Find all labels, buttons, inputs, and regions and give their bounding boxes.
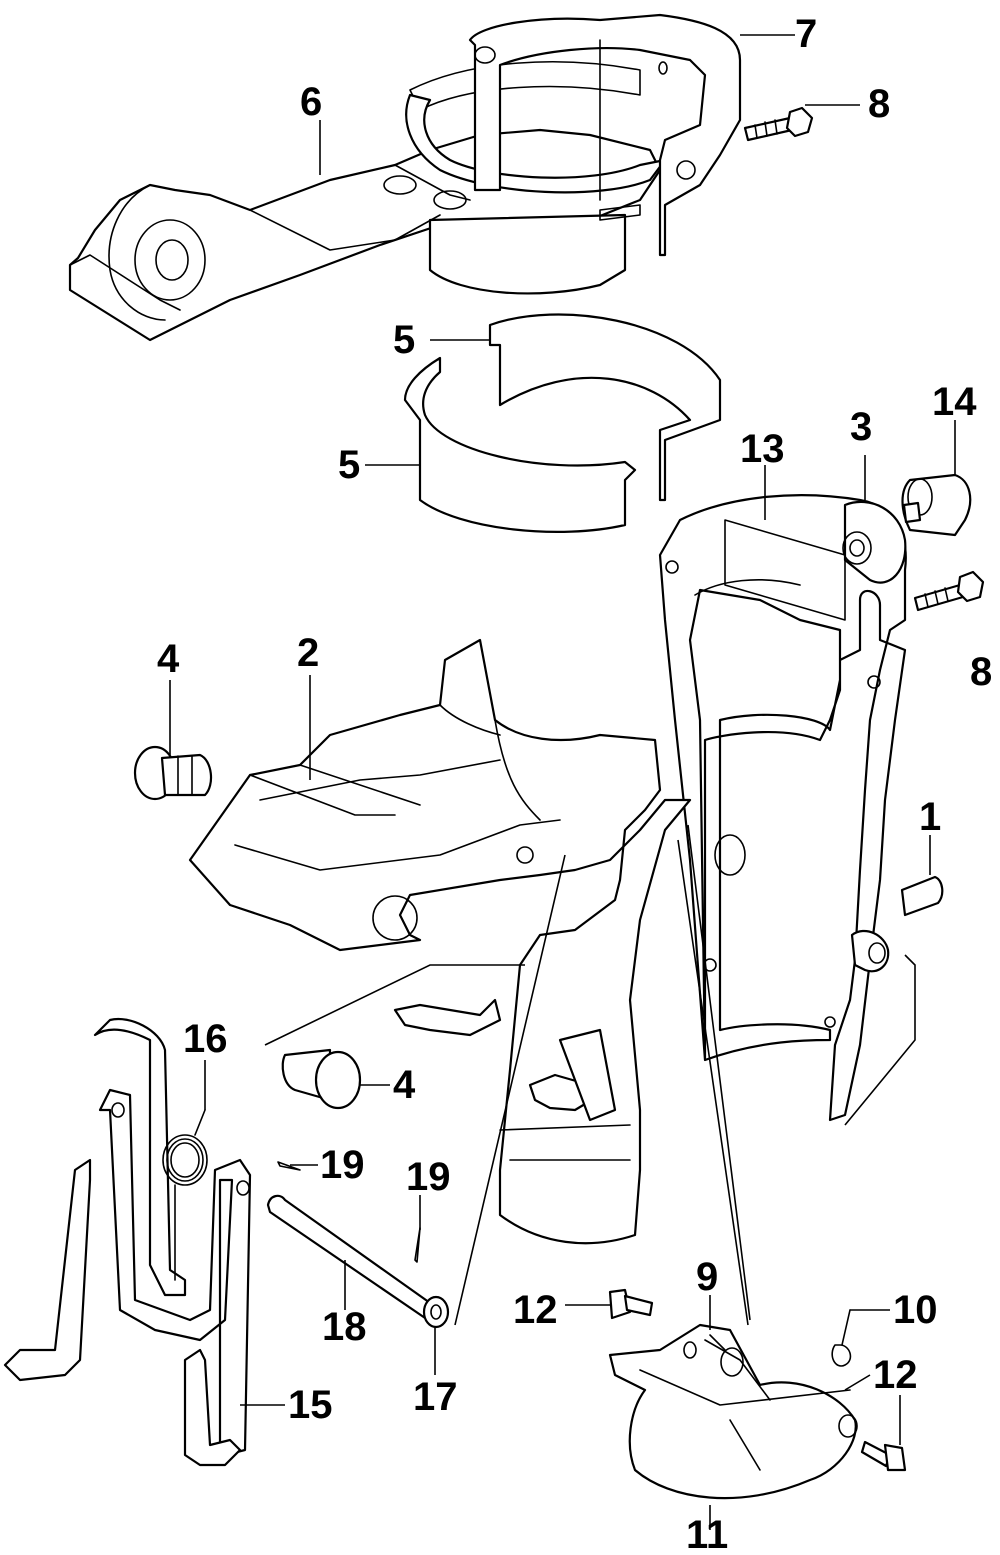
leader-lines <box>169 34 956 1530</box>
spring-part <box>709 1334 744 1377</box>
callout-labels: 7 6 8 5 5 14 3 13 4 2 8 1 16 4 19 19 9 1… <box>157 12 992 1555</box>
leader-12-right <box>844 1374 871 1391</box>
spring-part <box>831 1309 852 1367</box>
callout-15: 15 <box>288 1383 333 1427</box>
spring-part <box>162 1109 208 1281</box>
callout-17: 17 <box>413 1375 458 1419</box>
callout-4: 4 <box>393 1063 416 1107</box>
callout-1: 1 <box>919 795 941 839</box>
callout-13: 13 <box>740 427 785 471</box>
callout-18: 18 <box>322 1305 367 1349</box>
leader-case-mid <box>687 824 751 1321</box>
callout-12: 12 <box>513 1288 558 1332</box>
bushing-upper-part <box>488 313 722 502</box>
callout-9: 9 <box>696 1255 718 1299</box>
callout-8: 8 <box>868 82 890 126</box>
callout-2: 2 <box>297 631 319 675</box>
leader-case-left <box>677 839 749 1326</box>
clamp-band-part <box>468 13 742 257</box>
cap-part <box>901 473 972 537</box>
tilt-lever-part <box>3 1017 252 1467</box>
leader-17-bracket <box>454 854 566 1326</box>
callout-8: 8 <box>970 650 992 694</box>
callout-12: 12 <box>873 1353 918 1397</box>
callout-16: 16 <box>183 1017 228 1061</box>
callout-5: 5 <box>338 443 360 487</box>
bolt-part <box>860 1440 907 1472</box>
swivel-case-part <box>658 494 907 1122</box>
callout-19: 19 <box>320 1143 365 1187</box>
callout-14: 14 <box>932 380 977 424</box>
grease-fitting-part <box>850 875 944 973</box>
leader-4-bracket <box>264 964 525 1046</box>
callout-10: 10 <box>893 1288 938 1332</box>
callout-11: 11 <box>686 1513 728 1555</box>
callout-5: 5 <box>393 318 415 362</box>
tilt-bolt-upper-part <box>133 745 213 801</box>
callout-3: 3 <box>850 405 872 449</box>
lower-bracket-part <box>608 1323 858 1500</box>
tilt-bolt-lower-part <box>281 1048 362 1110</box>
stern-bracket-part <box>188 638 692 1245</box>
washer-part <box>422 1295 450 1329</box>
callout-6: 6 <box>300 80 322 124</box>
callout-7: 7 <box>795 12 817 56</box>
callout-19: 19 <box>406 1155 451 1199</box>
bushing-lower-part <box>403 356 637 533</box>
bolt-part <box>913 570 985 612</box>
cotter-pin-part <box>277 1161 421 1263</box>
leader-1-case <box>844 954 916 1126</box>
upper-bracket-part <box>68 61 667 342</box>
bolt-part <box>608 1288 654 1320</box>
bolt-part <box>743 106 814 142</box>
callout-4: 4 <box>157 637 180 681</box>
